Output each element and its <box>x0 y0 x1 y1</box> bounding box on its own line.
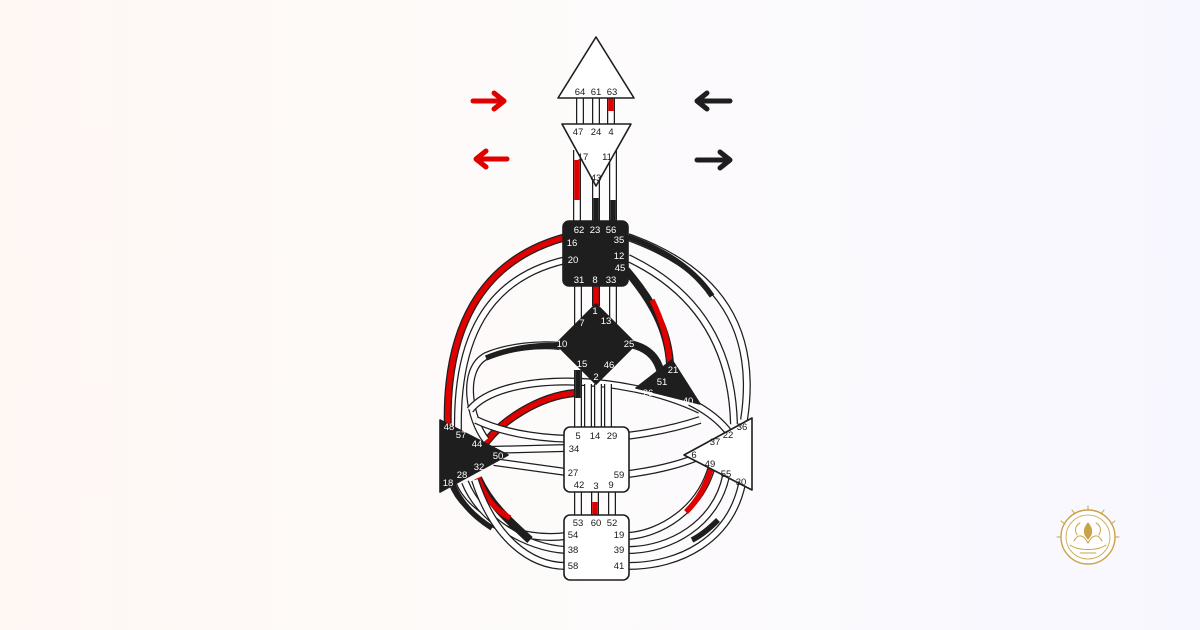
gate-number: 61 <box>591 87 602 98</box>
gate-number: 20 <box>568 255 579 266</box>
gate-number: 44 <box>472 439 483 450</box>
center-head <box>557 36 635 99</box>
gate-number: 29 <box>607 431 618 442</box>
gates-root: 53 60 52 54 19 38 39 58 41 <box>568 518 625 572</box>
gate-number: 64 <box>575 87 586 98</box>
gate-number: 54 <box>568 530 579 541</box>
gate-number: 55 <box>721 469 732 480</box>
lotus-flame-logo <box>1056 505 1120 565</box>
gate-number: 2 <box>593 372 598 383</box>
gate-number: 48 <box>444 422 455 433</box>
gate-number: 62 <box>574 225 585 236</box>
gate-number: 58 <box>568 561 579 572</box>
center-ajna <box>561 123 632 187</box>
gate-number: 37 <box>710 437 721 448</box>
gate-number: 26 <box>643 388 654 399</box>
arrow-top-right-icon <box>694 90 733 112</box>
gates-sacral: 5 14 29 34 27 59 42 3 9 <box>568 431 625 492</box>
gate-number: 41 <box>614 561 625 572</box>
gates-head: 64 61 63 <box>575 87 618 98</box>
gate-number: 3 <box>593 481 598 492</box>
gates-spleen: 48 57 44 50 32 28 18 <box>443 422 504 489</box>
center-heart <box>635 359 701 405</box>
arrow-top-left-icon <box>470 90 507 112</box>
center-g <box>555 303 637 385</box>
gate-number: 63 <box>607 87 618 98</box>
gate-number: 22 <box>723 430 734 441</box>
gate-number: 8 <box>592 275 597 286</box>
gate-number: 35 <box>614 235 625 246</box>
center-throat <box>562 220 629 287</box>
gates-heart: 21 51 26 40 <box>643 365 694 407</box>
gate-number: 43 <box>591 173 602 184</box>
gate-number: 11 <box>602 152 612 163</box>
gate-number: 9 <box>608 480 613 491</box>
gate-number: 23 <box>590 225 601 236</box>
gate-number: 46 <box>604 360 615 371</box>
gate-number: 31 <box>574 275 585 286</box>
gate-number: 24 <box>591 127 602 138</box>
gate-number: 39 <box>614 545 625 556</box>
gate-number: 14 <box>590 431 601 442</box>
gate-number: 13 <box>601 316 612 327</box>
gate-number: 42 <box>574 480 585 491</box>
gate-number: 60 <box>591 518 602 529</box>
gates-throat: 62 23 56 16 35 20 12 45 31 8 33 <box>567 225 626 286</box>
gate-number: 56 <box>606 225 617 236</box>
gate-number: 5 <box>575 431 580 442</box>
gate-number: 28 <box>457 470 468 481</box>
gate-number: 33 <box>606 275 617 286</box>
gate-number: 51 <box>657 377 668 388</box>
gate-number: 34 <box>569 444 580 455</box>
gates-ajna: 47 24 4 17 11 43 <box>573 127 614 184</box>
arrow-bottom-right-icon <box>694 149 733 171</box>
gate-number: 59 <box>614 470 625 481</box>
gate-number: 4 <box>608 127 613 138</box>
gate-number: 36 <box>737 422 748 433</box>
gate-number: 38 <box>568 545 579 556</box>
gate-number: 18 <box>443 478 454 489</box>
arrow-bottom-left-icon <box>473 148 510 170</box>
center-root <box>563 514 630 581</box>
gate-number: 16 <box>567 238 578 249</box>
gate-number: 50 <box>493 451 504 462</box>
gate-number: 6 <box>691 450 696 461</box>
gate-number: 1 <box>592 306 597 317</box>
gate-number: 52 <box>607 518 618 529</box>
gate-number: 10 <box>557 339 568 350</box>
gate-number: 32 <box>474 462 485 473</box>
gate-number: 17 <box>578 152 589 163</box>
gate-number: 47 <box>573 127 584 138</box>
center-sacral <box>563 426 630 493</box>
center-spleen <box>439 419 509 493</box>
gate-number: 57 <box>456 430 467 441</box>
gate-number: 30 <box>736 477 747 488</box>
gate-number: 21 <box>668 365 679 376</box>
gate-number: 15 <box>577 359 588 370</box>
gate-number: 7 <box>579 318 584 329</box>
gate-number: 19 <box>614 530 625 541</box>
center-solar <box>683 417 753 491</box>
gate-number: 12 <box>614 251 625 262</box>
gate-number: 27 <box>568 468 579 479</box>
gate-number: 40 <box>683 396 694 407</box>
gate-number: 53 <box>573 518 584 529</box>
gates-solar: 36 22 37 6 49 55 30 <box>691 422 747 488</box>
gate-number: 49 <box>705 459 716 470</box>
gates-g: 1 7 13 10 25 15 46 2 <box>557 306 635 383</box>
gate-number: 45 <box>615 263 626 274</box>
gate-number: 25 <box>624 339 635 350</box>
